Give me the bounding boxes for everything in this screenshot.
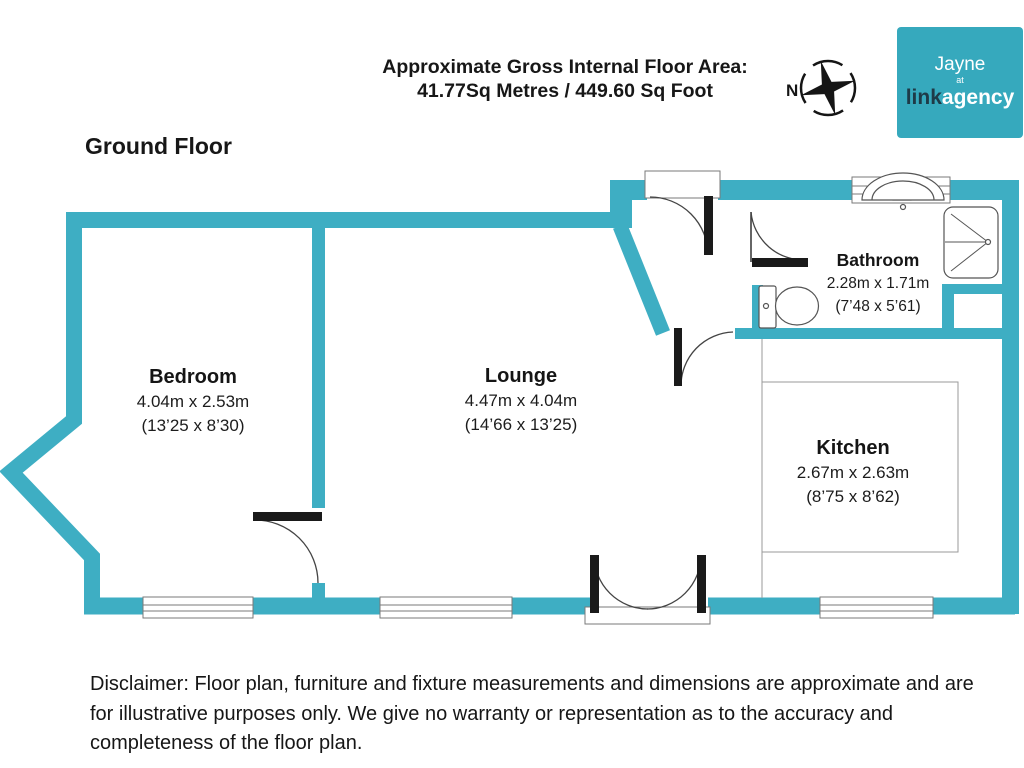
fixtures (758, 172, 999, 329)
logo-brand-agency: agency (941, 86, 1015, 109)
kitchen-zone-outline (761, 339, 959, 598)
doors (253, 196, 808, 613)
room-dim-imperial: (13’25 x 8’30) (141, 416, 245, 435)
room-dim-imperial: (7’48 x 5’61) (835, 298, 921, 315)
room-name: Bedroom (149, 366, 237, 388)
toilet-icon (758, 285, 820, 329)
logo-brand: linkagency (906, 86, 1015, 110)
logo-name: Jayne (934, 54, 986, 75)
floor-area-title: Approximate Gross Internal Floor Area: 4… (300, 55, 830, 103)
page-title: Ground Floor (85, 133, 232, 159)
logo-brand-link: link (905, 86, 942, 109)
walls (0, 180, 1019, 615)
room-dim-metric: 4.04m x 2.53m (136, 392, 250, 411)
shower-icon (943, 206, 999, 279)
bedroom-window (142, 596, 254, 619)
floor-area-line1: Approximate Gross Internal Floor Area: (382, 56, 748, 78)
room-label-kitchen: Kitchen 2.67m x 2.63m (8’75 x 8’62) (743, 436, 963, 509)
bedroom-door (253, 512, 322, 584)
compass-star (801, 61, 855, 115)
lounge-window (379, 596, 513, 619)
agency-logo: Jayne at linkagency (897, 27, 1023, 138)
room-dim-imperial: (8’75 x 8’62) (806, 487, 900, 506)
bathroom-door (750, 211, 808, 267)
room-dim-metric: 2.28m x 1.71m (826, 275, 930, 292)
room-label-bathroom: Bathroom 2.28m x 1.71m (7’48 x 5’61) (768, 249, 988, 318)
disclaimer-text: Disclaimer: Floor plan, furniture and fi… (90, 673, 974, 754)
sink-icon (861, 172, 945, 211)
entrance-door (649, 196, 713, 256)
room-dim-imperial: (14’66 x 13’25) (464, 415, 578, 434)
french-door-threshold (584, 606, 711, 625)
room-dim-metric: 2.67m x 2.63m (796, 463, 910, 482)
compass-icon: N (786, 59, 857, 117)
compass-north-label: N (786, 81, 798, 100)
logo-at: at (956, 75, 964, 85)
room-dim-metric: 4.47m x 4.04m (464, 391, 578, 410)
room-name: Lounge (484, 365, 558, 387)
room-label-lounge: Lounge 4.47m x 4.04m (14’66 x 13’25) (411, 364, 631, 437)
windows (142, 170, 951, 625)
kitchen-window (819, 596, 934, 619)
entrance-threshold (644, 170, 721, 199)
lounge-door (674, 328, 734, 387)
french-doors (590, 554, 706, 613)
room-name: Kitchen (816, 437, 890, 459)
room-label-bedroom: Bedroom 4.04m x 2.53m (13’25 x 8’30) (83, 365, 303, 438)
floor-area-line2: 41.77Sq Metres / 449.60 Sq Foot (417, 80, 713, 102)
room-name: Bathroom (836, 250, 920, 270)
